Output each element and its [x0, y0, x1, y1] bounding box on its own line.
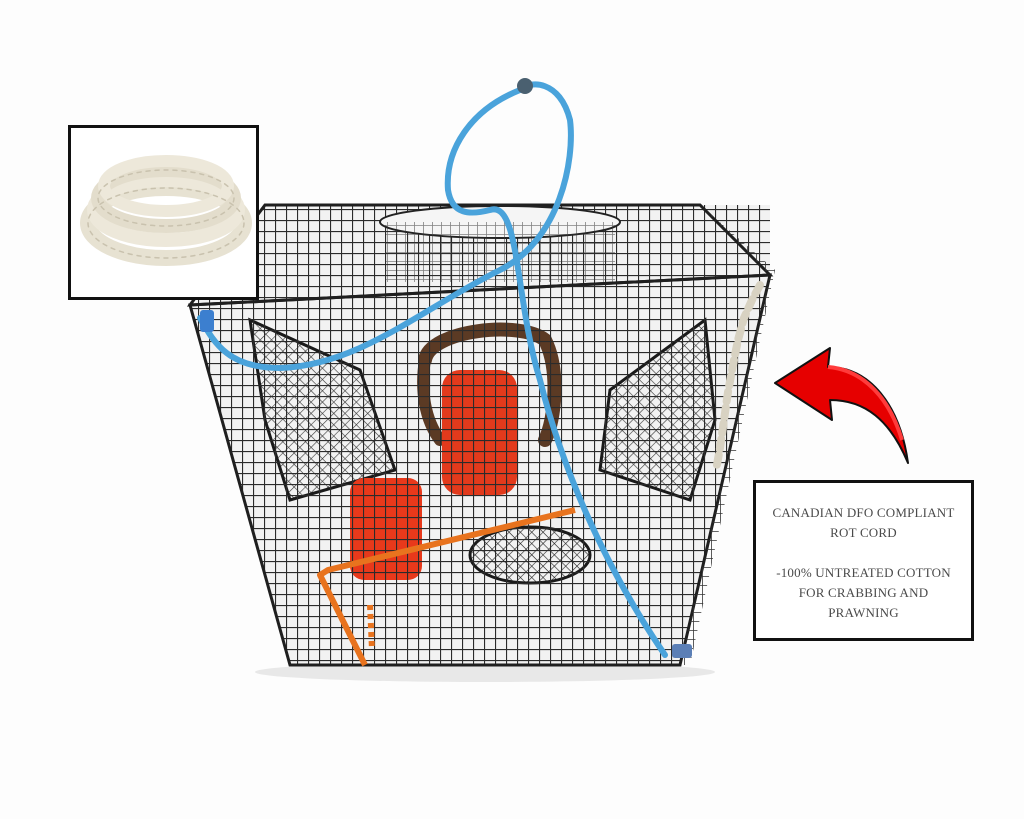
rope-coil-icon: [80, 155, 252, 266]
shadow: [255, 662, 715, 682]
rope-tie-left: [200, 310, 214, 332]
callout-line-4: FOR CRABBING AND: [798, 585, 929, 600]
rope-knot: [517, 78, 533, 94]
callout-line-3: -100% UNTREATED COTTON: [776, 565, 951, 580]
bait-door-latch: [317, 507, 576, 667]
curved-arrow-left-icon: [774, 347, 909, 464]
rot-cord: [712, 281, 764, 474]
rot-cord-callout: CANADIAN DFO COMPLIANT ROT CORD -100% UN…: [753, 480, 974, 641]
callout-line-1: CANADIAN DFO COMPLIANT: [772, 505, 955, 520]
callout-line-5: PRAWNING: [828, 605, 899, 620]
rope-coil-inset: [68, 125, 259, 300]
callout-line-2: ROT CORD: [830, 525, 897, 540]
cage-front: [190, 275, 770, 665]
rope-tie-bottom: [672, 644, 692, 658]
